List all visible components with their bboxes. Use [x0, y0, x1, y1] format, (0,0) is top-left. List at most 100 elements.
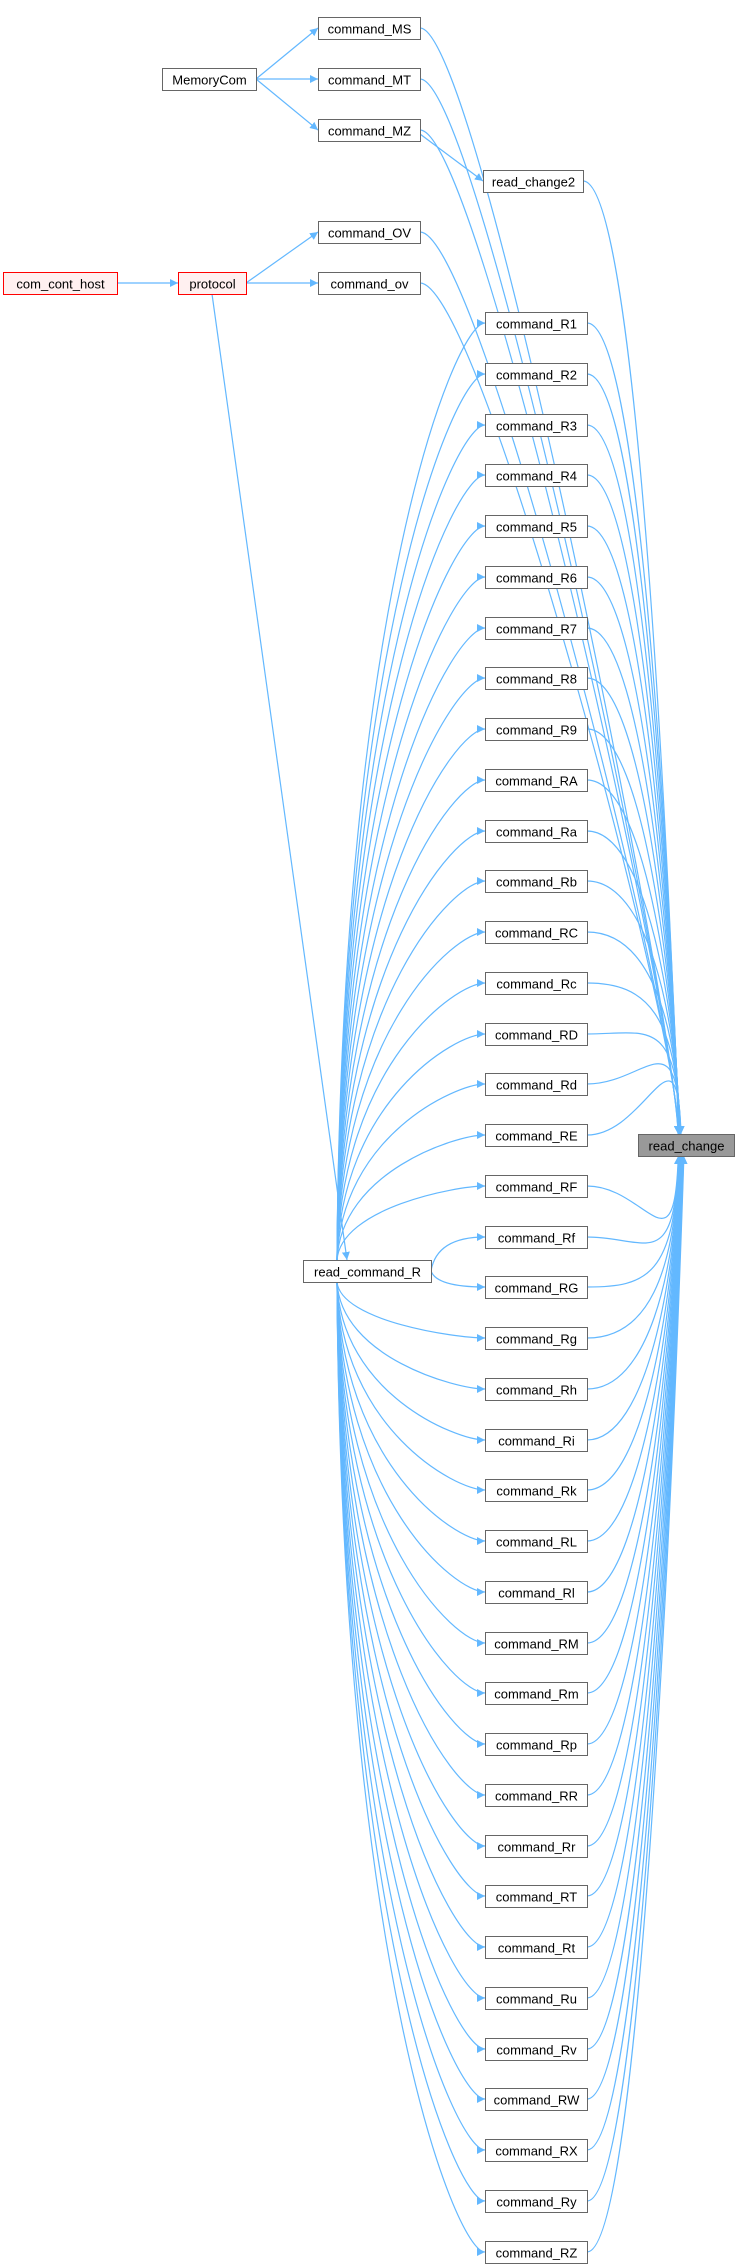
node-command_Rl[interactable]: command_Rl: [485, 1581, 588, 1604]
edge-read_command_R-to-command_Ra: [336, 827, 486, 1261]
node-label: command_R3: [496, 419, 577, 434]
edge-read_command_R-to-command_Rd: [336, 1080, 486, 1261]
node-label: command_MZ: [328, 124, 411, 139]
node-box: [485, 1226, 588, 1249]
node-read_change[interactable]: read_change: [638, 1134, 735, 1157]
node-command_R8[interactable]: command_R8: [485, 667, 588, 690]
node-label: command_RD: [495, 1028, 578, 1043]
node-command_RG[interactable]: command_RG: [485, 1276, 588, 1299]
edge-read_command_R-to-command_Rb: [336, 877, 486, 1261]
node-box: [485, 464, 588, 487]
node-command_Rh[interactable]: command_Rh: [485, 1378, 588, 1401]
edge-read_command_R-to-command_R4: [336, 471, 486, 1261]
node-command_RD[interactable]: command_RD: [485, 1023, 588, 1046]
node-box: [485, 1479, 588, 1502]
node-command_RF[interactable]: command_RF: [485, 1175, 588, 1198]
node-box: [485, 617, 588, 640]
node-box: [485, 1733, 588, 1756]
edge-read_command_R-to-command_Rr: [336, 1281, 486, 1850]
node-label: command_Ry: [496, 2195, 577, 2210]
node-command_Rr[interactable]: command_Rr: [485, 1835, 588, 1858]
node-box: [485, 363, 588, 386]
node-label: command_R2: [496, 368, 577, 383]
node-command_RE[interactable]: command_RE: [485, 1124, 588, 1147]
node-read_change2[interactable]: read_change2: [483, 170, 584, 193]
node-command_RM[interactable]: command_RM: [485, 1632, 588, 1655]
node-command_Ru[interactable]: command_Ru: [485, 1987, 588, 2010]
node-label: command_RZ: [496, 2246, 578, 2261]
node-label: command_Rm: [494, 1687, 579, 1702]
node-command_R1[interactable]: command_R1: [485, 312, 588, 335]
node-command_R4[interactable]: command_R4: [485, 464, 588, 487]
node-command_Rv[interactable]: command_Rv: [485, 2038, 588, 2061]
edge-command_Rd-to-read_change: [586, 1063, 685, 1135]
node-box: [162, 68, 257, 91]
node-box: [485, 972, 588, 995]
node-command_Rp[interactable]: command_Rp: [485, 1733, 588, 1756]
node-command_MS[interactable]: command_MS: [318, 17, 421, 40]
node-command_ov[interactable]: command_ov: [318, 272, 421, 295]
edge-command_R1-to-read_change: [586, 322, 683, 1135]
nodes-layer: command_MS MemoryCom command_MT command_MZr…: [3, 17, 735, 2264]
node-command_Ra[interactable]: command_Ra: [485, 820, 588, 843]
node-box: [303, 1260, 432, 1283]
node-command_RX[interactable]: command_RX: [485, 2139, 588, 2162]
node-command_Ri[interactable]: command_Ri: [485, 1429, 588, 1452]
node-command_RZ[interactable]: command_RZ: [485, 2241, 588, 2264]
node-command_Rt[interactable]: command_Rt: [485, 1936, 588, 1959]
node-box: [318, 221, 421, 244]
node-command_R7[interactable]: command_R7: [485, 617, 588, 640]
edge-read_command_R-to-command_RW: [336, 1281, 486, 2103]
node-box: [485, 1175, 588, 1198]
node-command_RC[interactable]: command_RC: [485, 921, 588, 944]
node-label: command_OV: [328, 226, 411, 241]
node-label: command_R7: [496, 622, 577, 637]
node-command_Rk[interactable]: command_Rk: [485, 1479, 588, 1502]
node-command_R9[interactable]: command_R9: [485, 718, 588, 741]
edge-read_command_R-to-command_R2: [336, 370, 486, 1261]
node-command_Rg[interactable]: command_Rg: [485, 1327, 588, 1350]
node-command_OV[interactable]: command_OV: [318, 221, 421, 244]
node-command_Rf[interactable]: command_Rf: [485, 1226, 588, 1249]
edge-read_command_R-to-command_Ri: [336, 1281, 486, 1444]
node-command_RL[interactable]: command_RL: [485, 1530, 588, 1553]
node-read_command_R[interactable]: read_command_R: [303, 1260, 432, 1283]
node-command_RR[interactable]: command_RR: [485, 1784, 588, 1807]
edge-read_command_R-to-command_RL: [336, 1281, 486, 1545]
node-command_R6[interactable]: command_R6: [485, 566, 588, 589]
node-label: command_Rv: [496, 2043, 577, 2058]
edge-read_command_R-to-command_Rt: [336, 1281, 486, 1951]
node-command_MZ[interactable]: command_MZ: [318, 119, 421, 142]
node-label: command_RX: [495, 2144, 578, 2159]
node-box: [638, 1134, 735, 1157]
edge-protocol-to-read_command_R: [211, 293, 350, 1261]
node-label: command_R5: [496, 520, 577, 535]
edge-read_command_R-to-command_RT: [336, 1281, 486, 1900]
node-command_RT[interactable]: command_RT: [485, 1885, 588, 1908]
node-label: command_Rf: [498, 1231, 576, 1246]
node-command_Rd[interactable]: command_Rd: [485, 1073, 588, 1096]
node-command_MT[interactable]: command_MT: [318, 68, 421, 91]
node-command_R3[interactable]: command_R3: [485, 414, 588, 437]
node-box: [485, 1936, 588, 1959]
node-command_Ry[interactable]: command_Ry: [485, 2190, 588, 2213]
edge-read_command_R-to-command_R3: [336, 421, 486, 1261]
node-label: command_RA: [495, 774, 578, 789]
node-command_Rb[interactable]: command_Rb: [485, 870, 588, 893]
node-command_Rc[interactable]: command_Rc: [485, 972, 588, 995]
node-command_RW[interactable]: command_RW: [485, 2088, 588, 2111]
node-command_Rm[interactable]: command_Rm: [485, 1682, 588, 1705]
node-label: command_R9: [496, 723, 577, 738]
edge-read_command_R-to-command_Ry: [336, 1281, 486, 2205]
node-command_RA[interactable]: command_RA: [485, 769, 588, 792]
node-box: [485, 1429, 588, 1452]
node-label: command_Rl: [498, 1586, 575, 1601]
node-protocol[interactable]: protocol: [178, 272, 247, 295]
node-command_R2[interactable]: command_R2: [485, 363, 588, 386]
node-label: command_ov: [330, 277, 409, 292]
node-command_R5[interactable]: command_R5: [485, 515, 588, 538]
node-com_cont_host[interactable]: com_cont_host: [3, 272, 118, 295]
node-label: command_Rt: [498, 1941, 576, 1956]
node-MemoryCom[interactable]: MemoryCom: [162, 68, 257, 91]
